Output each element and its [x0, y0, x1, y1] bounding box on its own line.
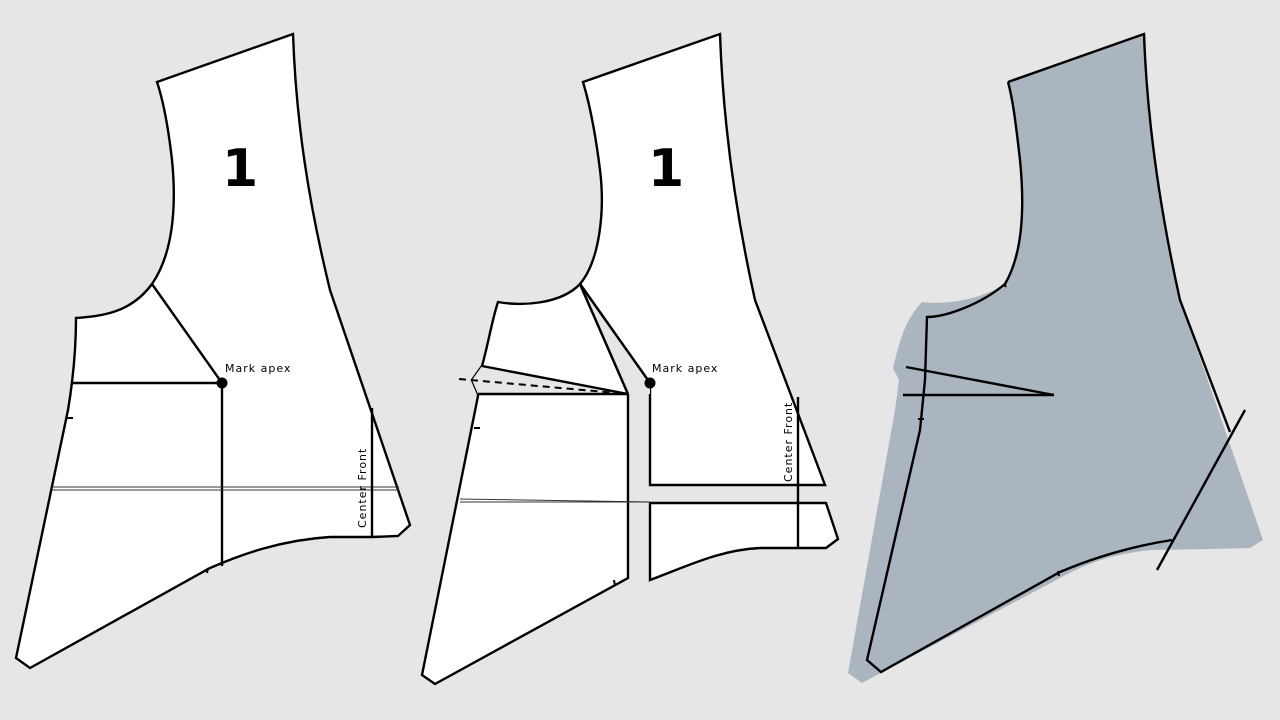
- dart-center-dashed-line: [458, 378, 629, 395]
- cut-line: [1155, 409, 1247, 571]
- hem-notch: [1057, 570, 1060, 577]
- side-piece-outline: [420, 281, 630, 686]
- original-outline: [1007, 32, 1232, 433]
- piece-number: 1: [648, 139, 684, 199]
- apex-dot: [644, 377, 656, 389]
- hem-notch: [206, 567, 209, 574]
- panel-step-3: [848, 32, 1263, 683]
- apex-dot: [216, 377, 228, 389]
- new-pattern-shape: [848, 34, 1263, 683]
- front-piece-upper-outline: [578, 32, 827, 487]
- opened-dart-gap: [580, 284, 650, 394]
- armhole-notch: [1003, 283, 1007, 288]
- mark-apex-label: Mark apex: [225, 362, 291, 375]
- dart-upper-leg: [905, 365, 1055, 397]
- guide-line-to-apex: [151, 283, 223, 384]
- hem-notch: [613, 579, 616, 587]
- front-piece-lower-outline: [648, 501, 840, 582]
- bodice-piece-outline: [14, 32, 412, 670]
- center-front-label: Center Front: [782, 402, 795, 482]
- panel-step-2: 1 Mark apex Center Front: [420, 32, 840, 686]
- gap-right-edge: [579, 283, 651, 384]
- mark-apex-label: Mark apex: [652, 362, 718, 375]
- gap-left-edge: [578, 283, 630, 395]
- panel-step-1: 1 Mark apex Center Front: [14, 32, 412, 670]
- original-armhole: [865, 81, 1173, 674]
- piece-number: 1: [222, 139, 258, 199]
- dart-upper-leg: [481, 364, 629, 396]
- center-front-label: Center Front: [356, 448, 369, 528]
